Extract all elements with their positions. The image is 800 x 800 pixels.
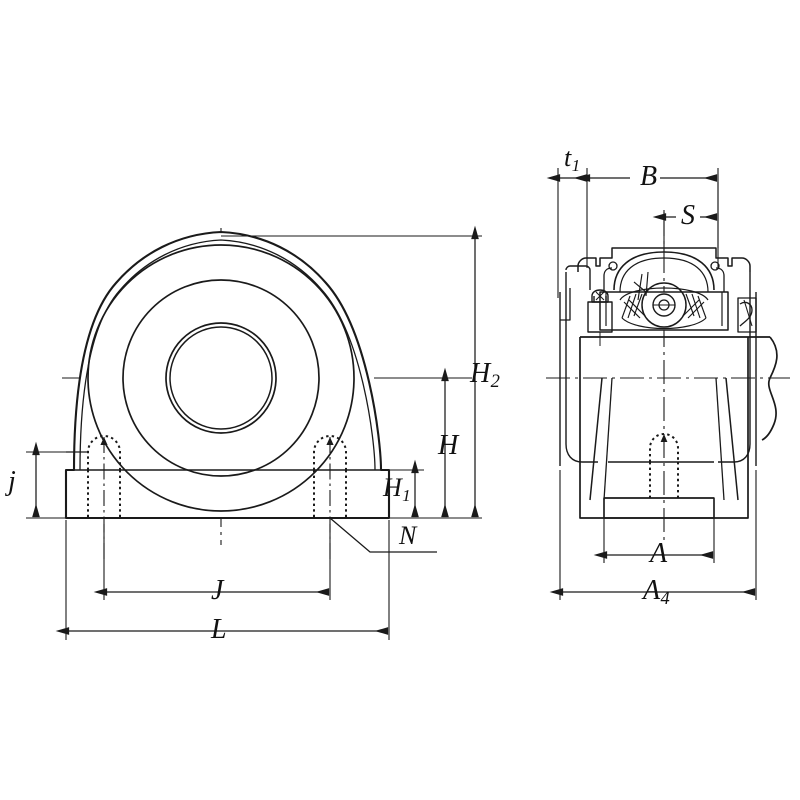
front-elevation-view — [62, 228, 472, 560]
dimension-label-a4: A4 — [643, 575, 670, 609]
pedestal-rib-right — [725, 377, 739, 501]
dimension-label-h2: H2 — [470, 358, 500, 392]
shaft-bore-circle-outer — [165, 322, 277, 434]
shaft-break-line — [761, 336, 778, 441]
side-bolt-hole-arrow — [660, 434, 668, 442]
seal-lip-right — [715, 267, 725, 292]
bearing-outer-ring-section — [599, 291, 729, 331]
n-leader-line — [329, 517, 437, 553]
bearing-outer-ring-circle — [122, 279, 320, 477]
front-view-dimensions — [26, 225, 482, 640]
dimension-label-j-bolt-spacing: J — [211, 575, 224, 606]
pedestal-rib-right-inner — [715, 377, 725, 501]
bearing-raceway-lower — [621, 317, 707, 330]
side-section-view — [546, 212, 790, 540]
dimension-label-h: H — [438, 430, 459, 461]
bearing-raceway-upper — [619, 287, 709, 301]
dimension-label-t1: t1 — [564, 143, 581, 175]
bolt-hole-left-arrow — [100, 437, 108, 445]
dimension-label-j: j — [8, 466, 16, 497]
housing-left-flange — [565, 272, 598, 463]
slinger-left-profile — [565, 265, 591, 290]
bolt-hole-right — [313, 435, 347, 518]
bearing-insert-details — [633, 271, 649, 301]
dimension-label-n: N — [399, 521, 417, 550]
seal-detail-right — [710, 261, 720, 271]
bearing-cage-right — [682, 293, 707, 319]
dimension-label-a: A — [650, 538, 668, 569]
pedestal-rib-left-inner — [603, 377, 613, 501]
dimension-label-b: B — [640, 161, 658, 192]
dimension-label-l: L — [211, 614, 227, 645]
pedestal-rib-left — [589, 377, 603, 501]
dimension-label-s: S — [681, 200, 695, 231]
housing-bore-circle — [87, 244, 355, 512]
bearing-cap-inner — [619, 257, 709, 293]
housing-body-outline — [64, 230, 391, 520]
bolt-hole-left — [87, 435, 121, 518]
shaft-bore-circle-inner — [169, 326, 273, 430]
set-screw-left — [587, 289, 613, 346]
bolt-hole-right-arrow — [326, 437, 334, 445]
side-view-dimensions — [546, 168, 757, 600]
dimension-label-h1: H1 — [383, 473, 411, 505]
seal-detail-left — [608, 261, 618, 271]
bearing-ball — [641, 282, 687, 328]
seal-lip-left — [603, 267, 613, 292]
bearing-cage-left — [621, 293, 646, 319]
housing-left-wall — [560, 288, 571, 321]
